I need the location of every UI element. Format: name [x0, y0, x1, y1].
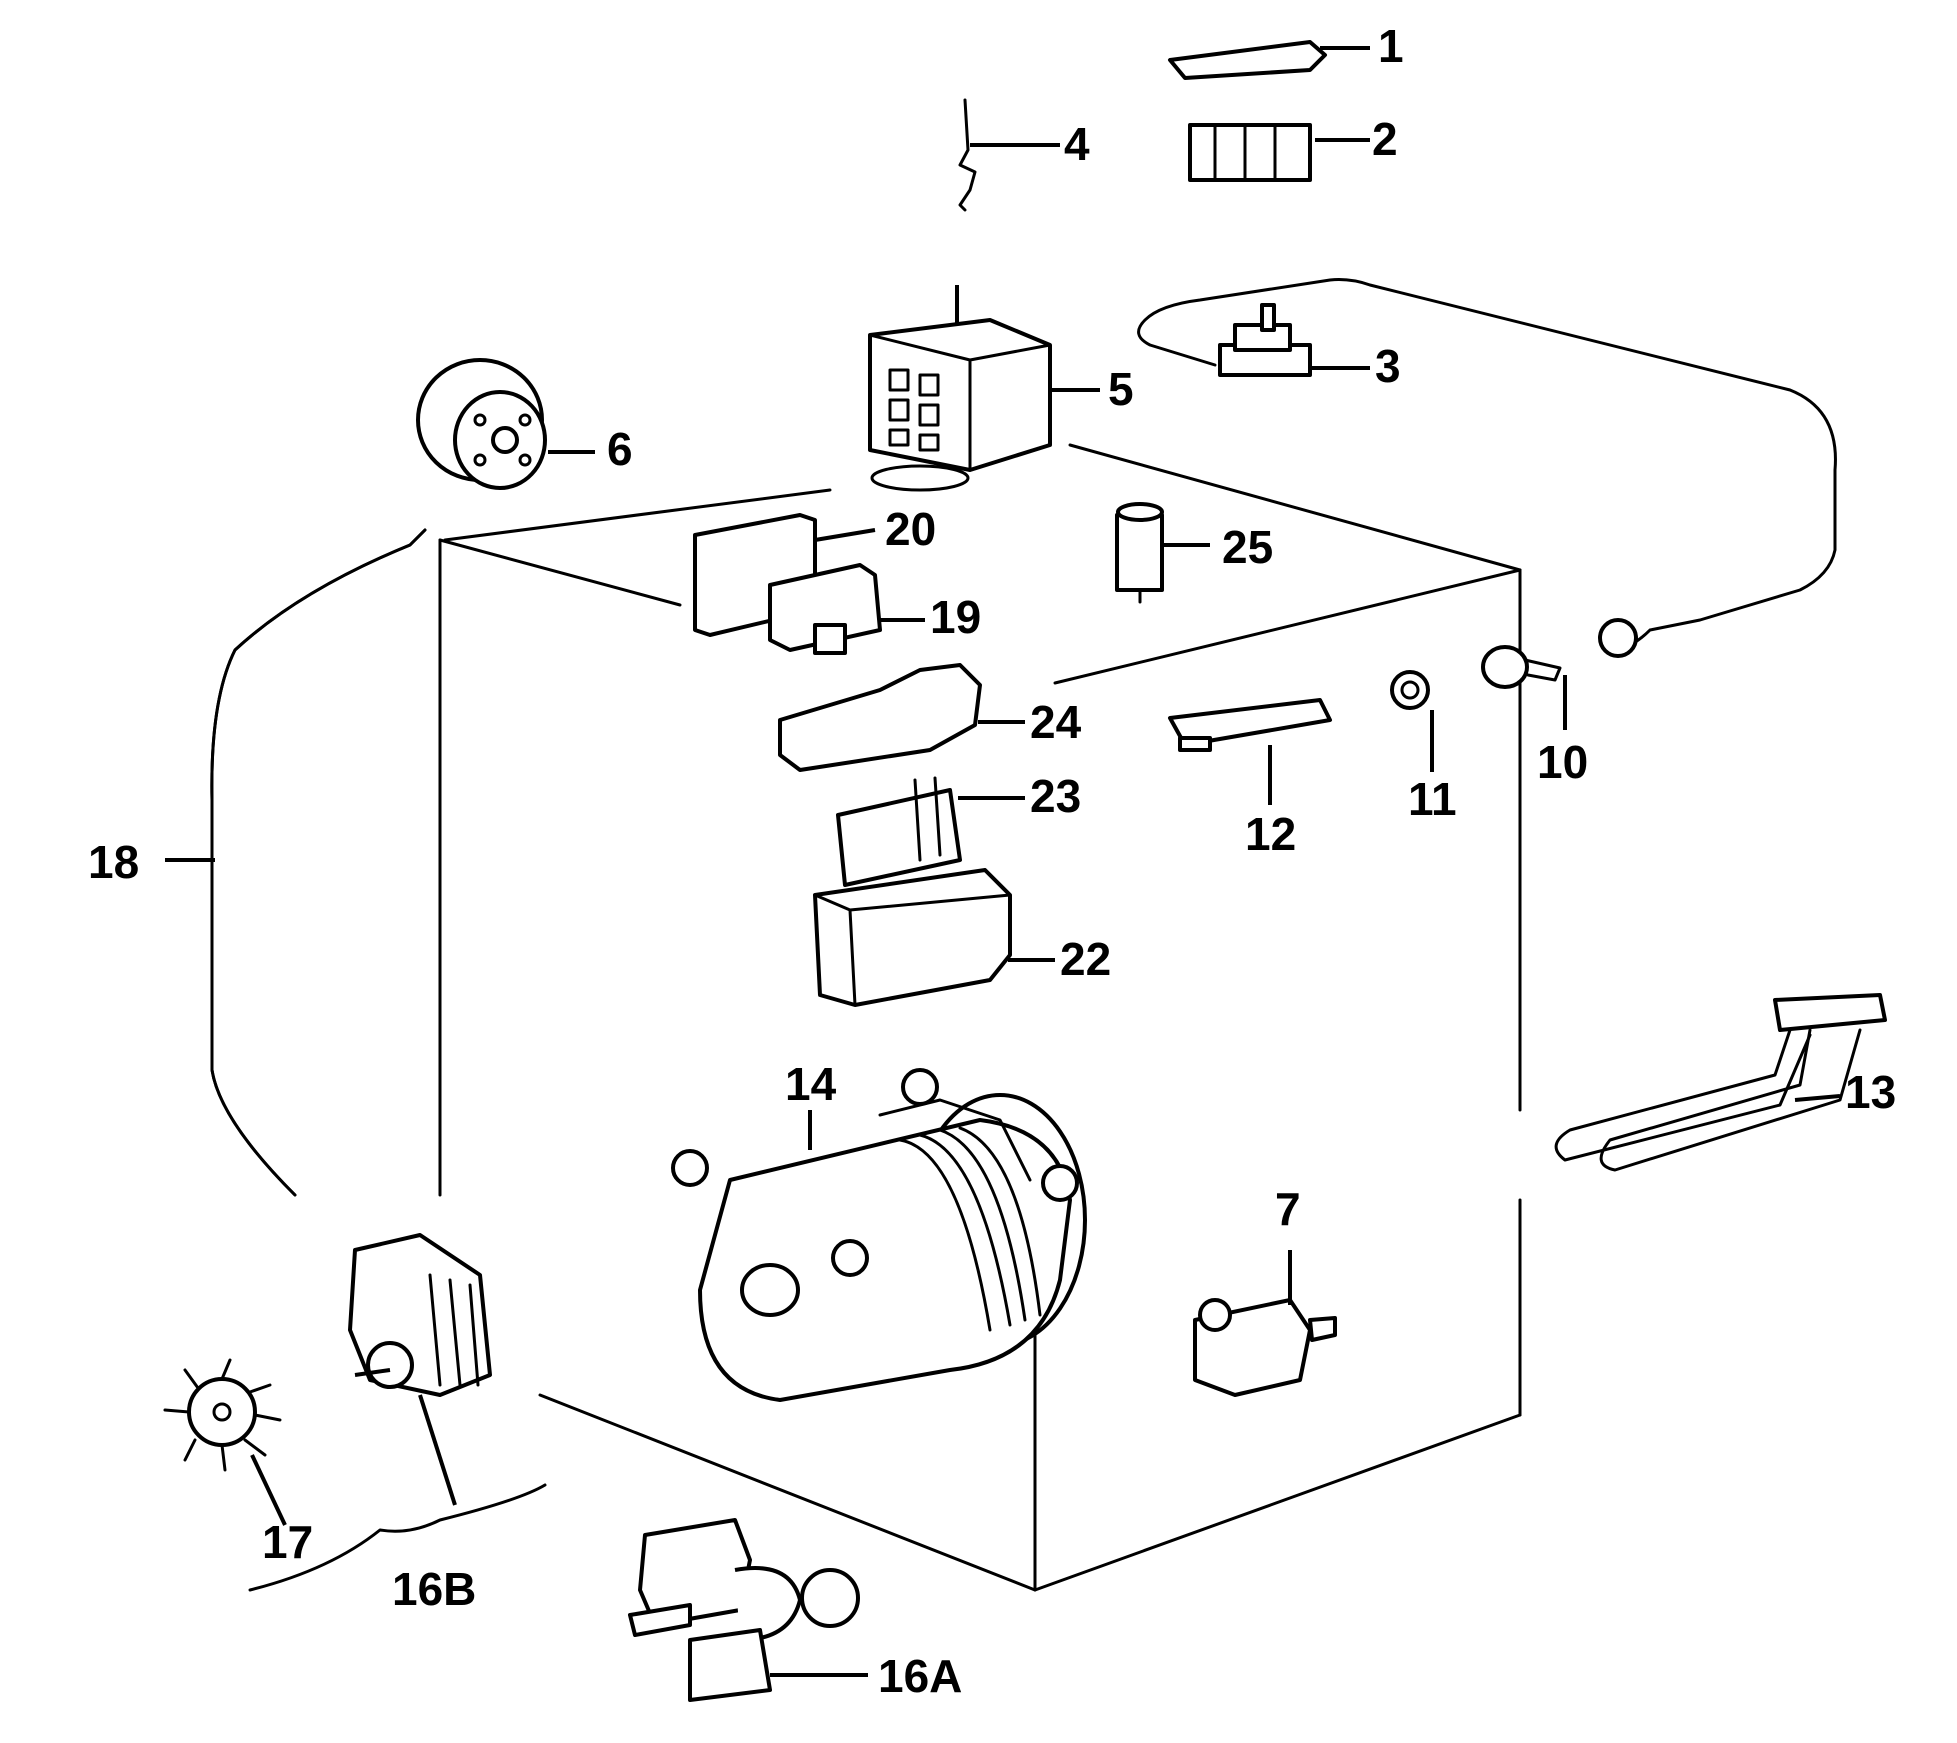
part-24-dispenser-lid — [778, 663, 1025, 772]
part-1-switch-cover — [1168, 40, 1370, 80]
callout-18: 18 — [88, 836, 139, 888]
callout-12: 12 — [1245, 808, 1296, 860]
part-4-wire-clip — [958, 98, 1060, 212]
callout-labels: 1 2 4 3 5 6 20 25 19 10 24 11 23 12 18 2… — [88, 20, 1896, 1702]
part-7-inlet-valve — [1193, 1250, 1337, 1397]
part-12-rocker-switch — [1168, 698, 1332, 805]
callout-6: 6 — [607, 423, 633, 475]
callout-13: 13 — [1845, 1066, 1896, 1118]
callout-7: 7 — [1275, 1183, 1301, 1235]
callout-23: 23 — [1030, 770, 1081, 822]
part-14-motor — [671, 1068, 1087, 1402]
callout-14: 14 — [785, 1058, 837, 1110]
part-10-thermostat — [1481, 645, 1567, 730]
part-16a-drain-pump — [628, 1518, 868, 1702]
callout-11: 11 — [1408, 773, 1457, 825]
callout-3: 3 — [1375, 340, 1401, 392]
callout-5: 5 — [1108, 363, 1134, 415]
callout-10: 10 — [1537, 736, 1588, 788]
callout-16b: 16B — [392, 1563, 476, 1615]
callout-25: 25 — [1222, 521, 1273, 573]
callout-4: 4 — [1064, 118, 1090, 170]
callout-20: 20 — [885, 503, 936, 555]
part-22-drawer-housing — [813, 868, 1055, 1007]
part-2-button-switch — [1188, 123, 1370, 182]
part-5-programme-timer — [868, 285, 1100, 492]
part-18-drain-hose — [165, 528, 427, 1197]
part-6-pulley-motor — [416, 358, 595, 490]
part-3-thermostat — [1137, 278, 1837, 658]
part-25-capacitor — [1115, 502, 1210, 604]
part-19-switch — [768, 563, 925, 655]
part-13-heating-element — [1554, 993, 1887, 1172]
callout-24: 24 — [1030, 696, 1082, 748]
part-16b-pump-motor — [248, 1233, 547, 1592]
callout-17: 17 — [262, 1516, 313, 1568]
callout-2: 2 — [1372, 113, 1398, 165]
callout-16a: 16A — [878, 1650, 962, 1702]
callout-22: 22 — [1060, 933, 1111, 985]
part-11-indicator-lamp — [1390, 670, 1434, 772]
part-17-impeller — [163, 1358, 287, 1526]
part-23-pressure-switch — [836, 776, 1025, 887]
callout-1: 1 — [1378, 20, 1404, 72]
callout-19: 19 — [930, 591, 981, 643]
